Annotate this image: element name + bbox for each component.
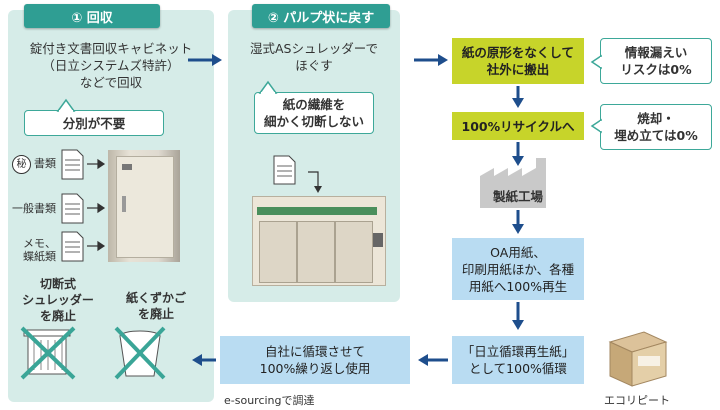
- doc-label-general: 一般書類: [12, 202, 56, 215]
- abolish-basket-label: 紙くずかご を廃止: [125, 291, 186, 321]
- doc-label-memo: メモ、 蝶紙類: [23, 237, 56, 263]
- step1-header: ① 回収: [24, 4, 160, 28]
- secret-badge: 秘: [12, 155, 31, 174]
- flow-box-carry-out: 紙の原形をなくして 社外に搬出: [452, 38, 584, 84]
- factory-label: 製紙工場: [492, 189, 543, 204]
- flow-box-recycle: 100%リサイクルへ: [452, 112, 584, 140]
- step2-callout: 紙の繊維を 細かく切断しない: [254, 92, 374, 134]
- step2-header: ② パルプ状に戻す: [252, 4, 390, 28]
- flow-note-leak-risk: 情報漏えい リスクは0%: [600, 38, 712, 84]
- wet-shredder-photo: [252, 196, 386, 286]
- doc-label-confidential: 書類: [34, 157, 56, 170]
- cabinet-photo: [108, 150, 180, 262]
- ecoripito-box-photo: [604, 326, 668, 388]
- step1-description: 錠付き文書回収キャビネット （日立システムズ特許） などで回収: [29, 41, 193, 90]
- abolish-shredder-label: 切断式 シュレッダー を廃止: [22, 277, 94, 323]
- esourcing-caption: e-sourcingで調達: [224, 394, 315, 407]
- step1-callout: 分別が不要: [24, 110, 164, 136]
- flow-note-incineration: 焼却・ 埋め立ては0%: [600, 104, 712, 150]
- step2-description: 湿式ASシュレッダーで ほぐす: [250, 41, 378, 73]
- flow-box-reuse: 自社に循環させて 100%繰り返し使用: [220, 336, 410, 384]
- flow-box-regenerate: OA用紙、 印刷用紙ほか、各種 用紙へ100%再生: [452, 238, 584, 300]
- flow-box-hitachi-paper: 「日立循環再生紙」 として100%循環: [452, 336, 584, 384]
- ecoripito-caption: エコリピート: [604, 394, 670, 407]
